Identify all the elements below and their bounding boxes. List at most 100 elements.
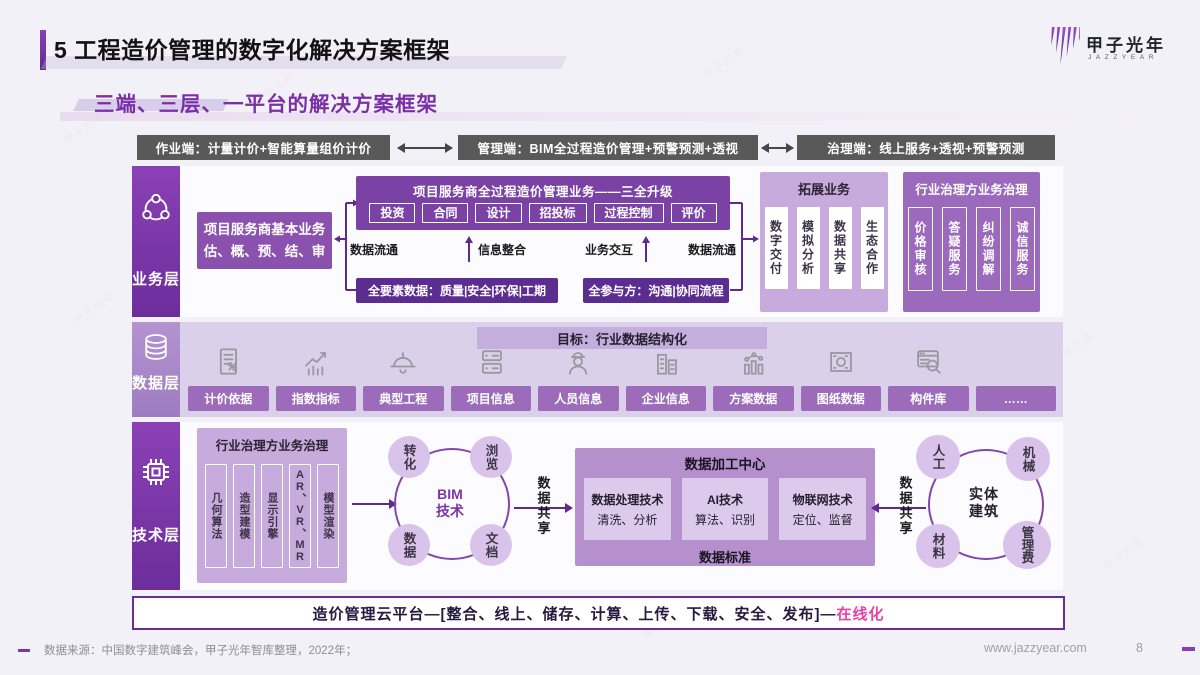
endpoint-box-governance: 治理端：线上服务+透视+预警预测 <box>797 135 1055 160</box>
graphics-item: 造型建模 <box>233 464 255 568</box>
data-item-label: 典型工程 <box>363 386 444 411</box>
governance-item: 价格审核 <box>908 207 933 291</box>
processing-item-line2: 定位、监督 <box>792 512 853 527</box>
processing-item: 物联网技术 定位、监督 <box>779 478 867 540</box>
graphics-title: 行业治理方业务治理 <box>215 439 329 453</box>
expand-item: 数字交付 <box>764 207 788 289</box>
buildings-icon <box>648 339 684 381</box>
double-arrow-icon <box>761 143 794 153</box>
data-processing-card: 数据加工中心 数据处理技术 清洗、分析 AI技术 算法、识别 物联网技术 定位、… <box>575 448 875 566</box>
data-item: 人员信息 <box>538 339 619 411</box>
bim-ring <box>394 448 510 560</box>
bim-node: 文档 <box>470 524 512 566</box>
entity-ring <box>928 449 1044 560</box>
governance-item: 纠纷调解 <box>976 207 1001 291</box>
process-title: 项目服务商全过程造价管理业务——三全升级 <box>412 185 673 199</box>
helmet-icon <box>385 339 421 381</box>
chip-icon <box>138 454 174 490</box>
processing-item-line1: 数据处理技术 <box>591 492 664 507</box>
footer-dash-right <box>1182 647 1195 651</box>
server-icon <box>473 339 509 381</box>
data-item-label: …… <box>975 386 1056 411</box>
logo-text-en: JAZZYEAR <box>1088 54 1159 61</box>
process-chip-row: 投资 合同 设计 招投标 过程控制 评价 <box>356 203 730 223</box>
flow-label-left: 数据流通 <box>350 243 399 257</box>
data-item: 项目信息 <box>450 339 531 411</box>
data-item-label: 计价依据 <box>188 386 269 411</box>
processing-items: 数据处理技术 清洗、分析 AI技术 算法、识别 物联网技术 定位、监督 <box>575 478 875 540</box>
governance-title: 行业治理方业务治理 <box>915 183 1028 197</box>
data-share-label-right: 数据共享 <box>897 476 913 536</box>
invoice-icon <box>210 339 246 381</box>
expand-item: 数据共享 <box>828 207 852 289</box>
data-item-label: 方案数据 <box>713 386 794 411</box>
processing-item-line2: 清洗、分析 <box>597 512 658 527</box>
info-integration-label: 信息整合 <box>478 243 527 257</box>
up-arrow-icon <box>640 234 652 264</box>
up-arrow-icon <box>463 234 475 264</box>
database-icon <box>140 330 172 364</box>
data-item-label: 项目信息 <box>450 386 531 411</box>
library-icon <box>910 339 946 381</box>
worker-icon <box>560 339 596 381</box>
logo-bars-icon <box>1046 25 1080 67</box>
expand-title: 拓展业务 <box>797 182 850 197</box>
graphics-items: 几何算法 造型建模 显示引擎 AR、VR、MR 模型渲染 <box>205 464 339 568</box>
processing-item-line1: 物联网技术 <box>792 492 853 507</box>
data-item-label: 指数指标 <box>275 386 356 411</box>
bim-node: 浏览 <box>470 436 512 478</box>
platform-highlight: 在线化 <box>836 605 885 623</box>
expand-items: 数字交付 模拟分析 数据共享 生态合作 <box>764 207 884 289</box>
data-item-label: 图纸数据 <box>800 386 881 411</box>
blueprint-icon <box>823 339 859 381</box>
data-item: 典型工程 <box>363 339 444 411</box>
processing-title: 数据加工中心 <box>684 457 766 472</box>
industry-governance-card: 行业治理方业务治理 价格审核 答疑服务 纠纷调解 诚信服务 <box>903 172 1040 312</box>
bim-line2: 技术 <box>436 503 464 519</box>
governance-item: 诚信服务 <box>1010 207 1035 291</box>
footer-dash-left <box>18 649 30 652</box>
basic-business-box: 项目服务商基本业务 估、概、预、结、审 <box>197 212 332 269</box>
data-item-label: 人员信息 <box>538 386 619 411</box>
bim-node: 数据 <box>388 524 430 566</box>
graphics-item: AR、VR、MR <box>289 464 311 568</box>
process-chip: 投资 <box>369 203 416 223</box>
data-item: 方案数据 <box>713 339 794 411</box>
entity-node: 人工 <box>916 435 960 479</box>
process-chip: 设计 <box>475 203 522 223</box>
process-business-box: 项目服务商全过程造价管理业务——三全升级 投资 合同 设计 招投标 过程控制 评… <box>356 176 730 230</box>
page-subtitle: 三端、三层、一平台的解决方案框架 <box>94 93 438 116</box>
business-interaction-label: 业务交互 <box>585 243 634 257</box>
processing-item-line2: 算法、识别 <box>695 512 756 527</box>
entity-center-label: 实体 建筑 <box>928 485 1040 521</box>
expand-item: 生态合作 <box>860 207 884 289</box>
basic-business-line1: 项目服务商基本业务 <box>203 221 326 237</box>
data-items-row: 计价依据 指数指标 典型工程 项目信息 <box>188 339 1056 411</box>
arrow-to-bim-icon <box>352 499 397 509</box>
title-accent-bar <box>40 30 46 70</box>
data-standard-label: 数据标准 <box>698 550 751 565</box>
processing-item: 数据处理技术 清洗、分析 <box>584 478 671 540</box>
expand-item: 模拟分析 <box>796 207 820 289</box>
data-goal-bar: 目标：行业数据结构化 <box>477 327 767 349</box>
network-icon <box>139 192 173 226</box>
processing-item: AI技术 算法、识别 <box>681 478 769 540</box>
data-item: 构件库 <box>888 339 969 411</box>
graphics-item: 几何算法 <box>205 464 227 568</box>
graphics-tech-card: 行业治理方业务治理 几何算法 造型建模 显示引擎 AR、VR、MR 模型渲染 <box>197 428 347 583</box>
data-item: 企业信息 <box>625 339 706 411</box>
page-title: 5 工程造价管理的数字化解决方案框架 <box>54 37 451 63</box>
connector-right-icon <box>728 194 762 298</box>
subtitle-shadow <box>60 112 1160 121</box>
processing-item-line1: AI技术 <box>707 492 744 507</box>
footer-website: www.jazzyear.com <box>984 641 1087 655</box>
process-chip: 过程控制 <box>593 203 664 223</box>
data-layer-column: 数据层 <box>132 322 180 417</box>
entity-node: 材料 <box>916 524 960 568</box>
platform-text: 造价管理云平台—[整合、线上、储存、计算、上传、下载、安全、发布]— <box>312 605 837 623</box>
process-chip: 合同 <box>422 203 469 223</box>
watermark: 甲子光年 <box>701 45 748 83</box>
share-arrow-right-icon <box>514 503 573 513</box>
endpoint-box-operation: 作业端：计量计价+智能算量组价计价 <box>137 135 390 160</box>
